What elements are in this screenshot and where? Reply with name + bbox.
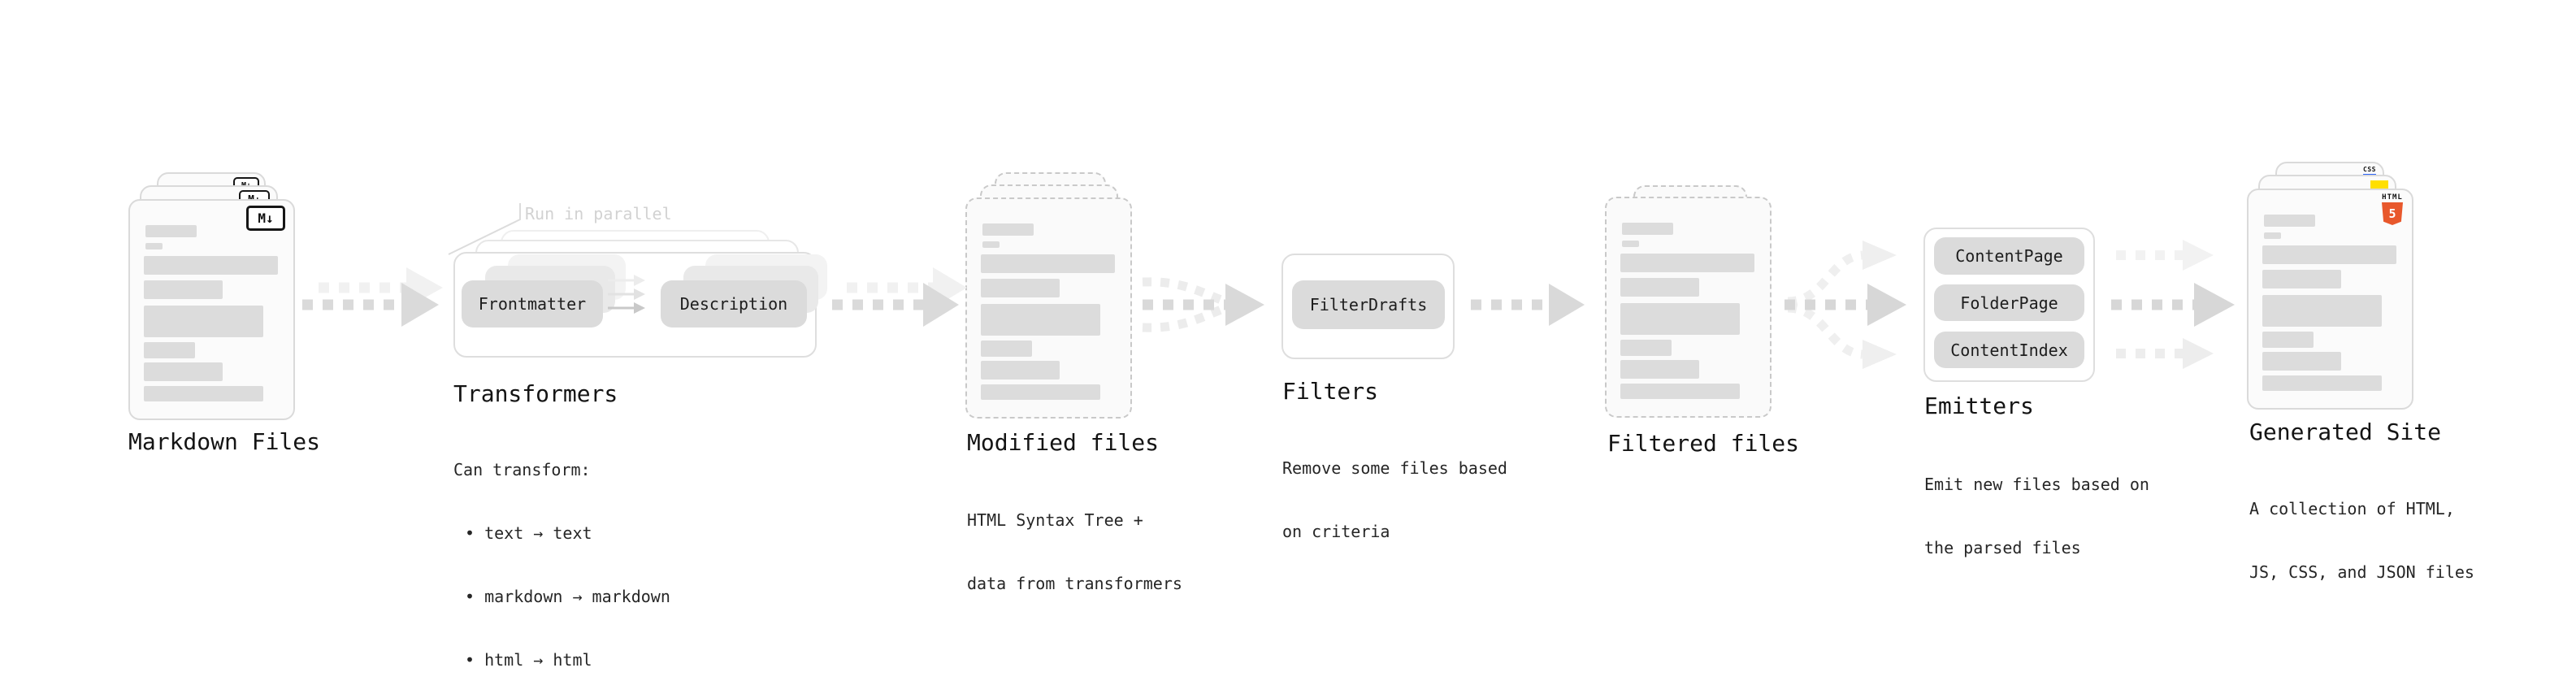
contentpage-pill: ContentPage (1934, 237, 2084, 275)
js-file-icon (2370, 180, 2388, 190)
text-line-placeholder (981, 340, 1032, 357)
description-pill: Description (661, 280, 807, 327)
text-line-placeholder (1622, 241, 1639, 247)
contentindex-pill: ContentIndex (1934, 332, 2084, 368)
text-line-placeholder (2262, 332, 2314, 348)
html5-shield: 5 (2382, 202, 2403, 225)
generated-site-description: A collection of HTML, JS, CSS, and JSON … (2249, 456, 2474, 625)
text-line-placeholder (1620, 340, 1672, 356)
text-line-placeholder (2264, 215, 2315, 227)
text-line-placeholder (1620, 278, 1699, 297)
text-line-placeholder (144, 342, 195, 358)
frontmatter-pill: Frontmatter (462, 280, 603, 327)
text-line-placeholder (144, 362, 223, 381)
arrow-filtered-to-emitters (1785, 241, 1906, 369)
text-line-placeholder (1620, 303, 1740, 335)
desc-line: on criteria (1282, 522, 1390, 541)
desc-line: Emit new files based on (1924, 475, 2149, 494)
text-line-placeholder (2262, 270, 2341, 288)
arrow-transformers-to-modified (832, 267, 967, 327)
emitters-label: Emitters (1924, 393, 2034, 419)
desc-line: Can transform: (453, 460, 591, 479)
arrow-emitters-to-generated (2111, 240, 2235, 369)
transformers-label: Transformers (453, 380, 618, 407)
desc-line: data from transformers (967, 574, 1182, 593)
text-line-placeholder (981, 254, 1115, 273)
text-line-placeholder (1620, 360, 1699, 379)
text-line-placeholder (981, 279, 1060, 297)
css-caption: CSS (2363, 166, 2376, 173)
folderpage-pill: FolderPage (1934, 284, 2084, 321)
desc-line: the parsed files (1924, 538, 2081, 557)
text-line-placeholder (144, 306, 263, 337)
desc-line: A collection of HTML, (2249, 499, 2455, 518)
generated-doc-html: HTML 5 (2247, 189, 2413, 410)
run-in-parallel-note: Run in parallel (525, 204, 672, 223)
arrow-markdown-to-transformers (302, 267, 443, 327)
html5-number: 5 (2388, 206, 2396, 221)
desc-line: JS, CSS, and JSON files (2249, 562, 2474, 582)
emitters-description: Emit new files based on the parsed files (1924, 432, 2149, 601)
text-line-placeholder (982, 223, 1034, 236)
desc-line: • text → text (465, 523, 592, 543)
text-line-placeholder (981, 304, 1100, 336)
markdown-icon: M↓ (246, 206, 285, 231)
modified-doc-front (965, 197, 1132, 419)
text-line-placeholder (2264, 232, 2281, 239)
html5-caption: HTML (2382, 193, 2403, 202)
generated-site-label: Generated Site (2249, 419, 2442, 445)
text-line-placeholder (144, 386, 263, 401)
text-line-placeholder (982, 241, 1000, 248)
desc-line: Remove some files based (1282, 458, 1507, 478)
desc-line: • html → html (465, 650, 592, 670)
text-line-placeholder (2262, 352, 2341, 371)
filterdrafts-pill: FilterDrafts (1292, 280, 1445, 329)
text-line-placeholder (144, 280, 223, 299)
html5-file-icon: HTML 5 (2380, 193, 2405, 225)
modified-files-label: Modified files (967, 429, 1160, 456)
filters-description: Remove some files based on criteria (1282, 415, 1507, 584)
arrow-filters-to-filtered (1471, 284, 1585, 326)
markdown-doc-front: M↓ (128, 199, 295, 420)
text-line-placeholder (145, 243, 163, 249)
text-line-placeholder (1622, 223, 1673, 235)
text-line-placeholder (2262, 375, 2382, 391)
text-line-placeholder (145, 225, 197, 237)
text-line-placeholder (1620, 384, 1740, 399)
desc-line: HTML Syntax Tree + (967, 510, 1143, 530)
text-line-placeholder (981, 361, 1060, 380)
text-line-placeholder (1620, 254, 1754, 272)
filtered-files-label: Filtered files (1607, 430, 1800, 457)
text-line-placeholder (144, 256, 278, 275)
arrow-modified-to-filters (1142, 277, 1264, 332)
filters-label: Filters (1282, 378, 1379, 405)
text-line-placeholder (2262, 245, 2396, 264)
text-line-placeholder (981, 384, 1100, 400)
text-line-placeholder (2262, 295, 2382, 327)
desc-line: • markdown → markdown (465, 587, 670, 606)
transformers-description: Can transform: • text → text • markdown … (453, 417, 670, 681)
filtered-doc-front (1605, 197, 1772, 418)
markdown-files-label: Markdown Files (128, 428, 321, 455)
modified-files-description: HTML Syntax Tree + data from transformer… (967, 467, 1182, 636)
